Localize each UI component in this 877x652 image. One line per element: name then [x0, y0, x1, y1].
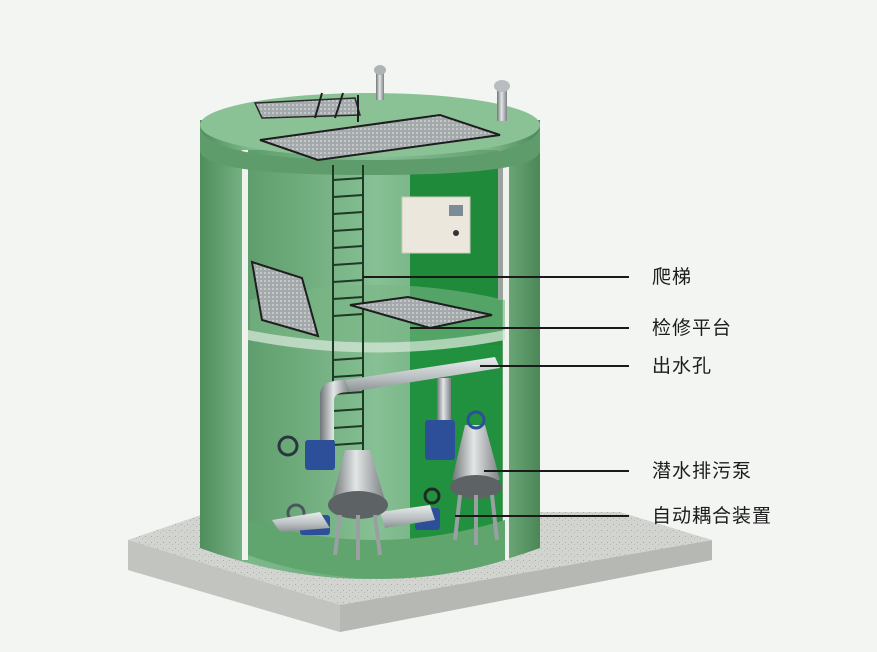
tank-lid [200, 65, 540, 175]
submersible-pump-2 [450, 410, 502, 545]
control-cabinet [401, 196, 471, 254]
label-outlet-pipe: 出水孔 [652, 355, 713, 377]
leader-line-pump [484, 470, 629, 472]
leader-line-outlet [480, 365, 629, 367]
leader-line-ladder [363, 276, 629, 278]
maintenance-platform [349, 295, 493, 330]
hinged-hatch [250, 260, 320, 338]
submersible-pump-1 [328, 450, 388, 560]
label-ladder: 爬梯 [652, 266, 693, 288]
leader-line-coupling [455, 515, 629, 517]
vent-pipe-1 [376, 70, 384, 100]
outlet-pipe [320, 357, 500, 440]
vent-pipe-2 [497, 86, 507, 121]
label-maintenance-platform: 检修平台 [652, 317, 733, 339]
leader-line-platform [410, 327, 629, 329]
label-auto-coupling: 自动耦合装置 [652, 505, 773, 527]
label-submersible-pump: 潜水排污泵 [652, 460, 753, 482]
